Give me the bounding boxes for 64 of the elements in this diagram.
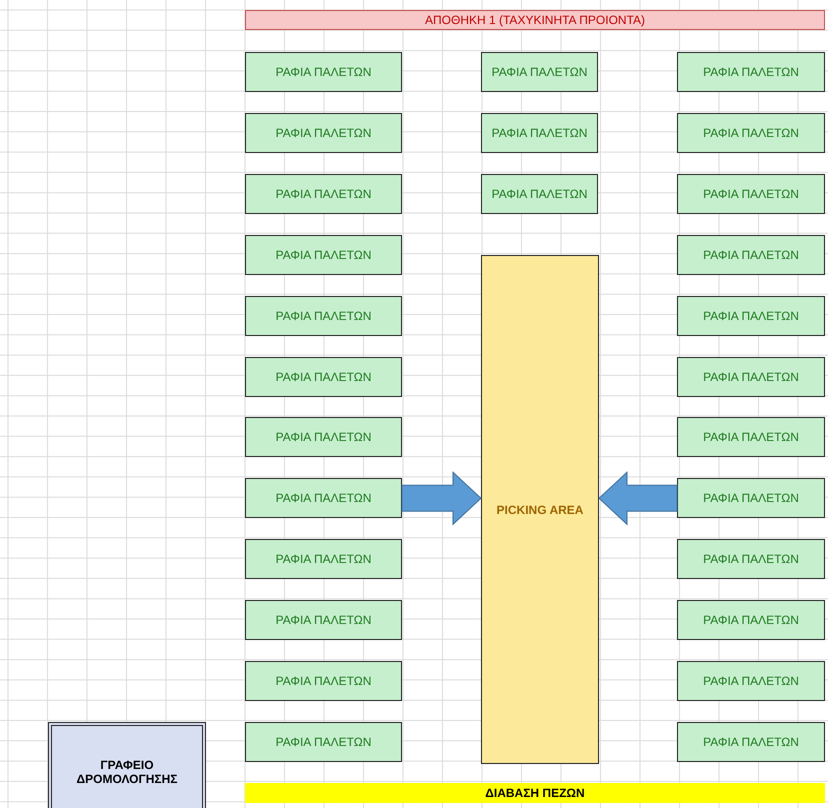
- area-label: ΡΑΦΙΑ ΠΑΛΕΤΩΝ: [276, 552, 372, 566]
- area-label: ΡΑΦΙΑ ΠΑΛΕΤΩΝ: [703, 308, 799, 323]
- pallet-rack: [245, 722, 402, 762]
- pallet-rack: [677, 52, 825, 92]
- area-label: ΡΑΦΙΑ ΠΑΛΕΤΩΝ: [492, 65, 588, 79]
- area-label: ΡΑΦΙΑ ΠΑΛΕΤΩΝ: [703, 674, 799, 688]
- pallet-rack: [245, 417, 402, 458]
- area-label: ΡΑΦΙΑ ΠΑΛΕΤΩΝ: [276, 674, 372, 688]
- pallet-rack: [677, 600, 825, 640]
- area-label: ΡΑΦΙΑ ΠΑΛΕΤΩΝ: [703, 491, 799, 506]
- pallet-rack: [245, 356, 402, 396]
- area-label: ΔΙΑΒΑΣΗ ΠΕΖΩΝ: [485, 786, 585, 800]
- block-arrow: [598, 471, 678, 526]
- picking-area: [481, 255, 599, 764]
- area-label: ΡΑΦΙΑ ΠΑΛΕΤΩΝ: [276, 370, 372, 384]
- area-label: ΡΑΦΙΑ ΠΑΛΕΤΩΝ: [492, 186, 588, 201]
- area-label: ΡΑΦΙΑ ΠΑΛΕΤΩΝ: [703, 126, 799, 140]
- pallet-rack: [677, 174, 825, 214]
- pallet-rack: [245, 539, 402, 580]
- area-label: PICKING AREA: [496, 502, 584, 516]
- area-label: ΓΡΑΦΕΙΟ ΔΡΟΜΟΛΟΓΗΣΗΣ: [76, 758, 178, 786]
- area-label: ΡΑΦΙΑ ΠΑΛΕΤΩΝ: [276, 734, 372, 749]
- pallet-rack: [677, 417, 825, 458]
- area-label: ΡΑΦΙΑ ΠΑΛΕΤΩΝ: [703, 248, 799, 262]
- block-arrow: [402, 471, 482, 526]
- warehouse-title-band: [245, 10, 825, 30]
- pallet-rack: [245, 661, 402, 701]
- pallet-rack: [245, 174, 402, 214]
- area-label: ΡΑΦΙΑ ΠΑΛΕΤΩΝ: [276, 248, 372, 262]
- pallet-rack: [481, 174, 598, 214]
- area-label: ΑΠΟΘΗΚΗ 1 (ΤΑΧΥΚΙΝΗΤΑ ΠΡΟΙΟΝΤΑ): [424, 13, 646, 27]
- pallet-rack: [677, 478, 825, 518]
- pallet-rack: [245, 296, 402, 336]
- area-label: ΡΑΦΙΑ ΠΑΛΕΤΩΝ: [276, 613, 372, 628]
- area-label: ΡΑΦΙΑ ΠΑΛΕΤΩΝ: [276, 65, 372, 79]
- area-label: ΡΑΦΙΑ ΠΑΛΕΤΩΝ: [276, 491, 372, 506]
- pallet-rack: [677, 112, 825, 153]
- area-label: ΡΑΦΙΑ ΠΑΛΕΤΩΝ: [276, 126, 372, 140]
- pallet-rack: [481, 112, 598, 153]
- pallet-rack: [677, 722, 825, 762]
- area-label: ΡΑΦΙΑ ΠΑΛΕΤΩΝ: [703, 65, 799, 79]
- pallet-rack: [677, 296, 825, 336]
- area-label: ΡΑΦΙΑ ΠΑΛΕΤΩΝ: [276, 308, 372, 323]
- pedestrian-walkway: [245, 783, 825, 803]
- area-label: ΡΑΦΙΑ ΠΑΛΕΤΩΝ: [703, 430, 799, 444]
- area-label: ΡΑΦΙΑ ΠΑΛΕΤΩΝ: [492, 126, 588, 140]
- pallet-rack: [677, 661, 825, 701]
- area-label: ΡΑΦΙΑ ΠΑΛΕΤΩΝ: [703, 734, 799, 749]
- pallet-rack: [677, 539, 825, 580]
- pallet-rack: [677, 356, 825, 396]
- pallet-rack: [245, 52, 402, 92]
- area-label: ΡΑΦΙΑ ΠΑΛΕΤΩΝ: [703, 186, 799, 201]
- pallet-rack: [245, 112, 402, 153]
- pallet-rack: [481, 52, 598, 92]
- area-label: ΡΑΦΙΑ ΠΑΛΕΤΩΝ: [703, 370, 799, 384]
- area-label: ΡΑΦΙΑ ΠΑΛΕΤΩΝ: [703, 613, 799, 628]
- office-room: [48, 722, 206, 808]
- pallet-rack: [677, 234, 825, 275]
- pallet-rack: [245, 478, 402, 518]
- area-label: ΡΑΦΙΑ ΠΑΛΕΤΩΝ: [276, 430, 372, 444]
- area-label: ΡΑΦΙΑ ΠΑΛΕΤΩΝ: [276, 186, 372, 201]
- area-label: ΡΑΦΙΑ ΠΑΛΕΤΩΝ: [703, 552, 799, 566]
- pallet-rack: [245, 234, 402, 275]
- pallet-rack: [245, 600, 402, 640]
